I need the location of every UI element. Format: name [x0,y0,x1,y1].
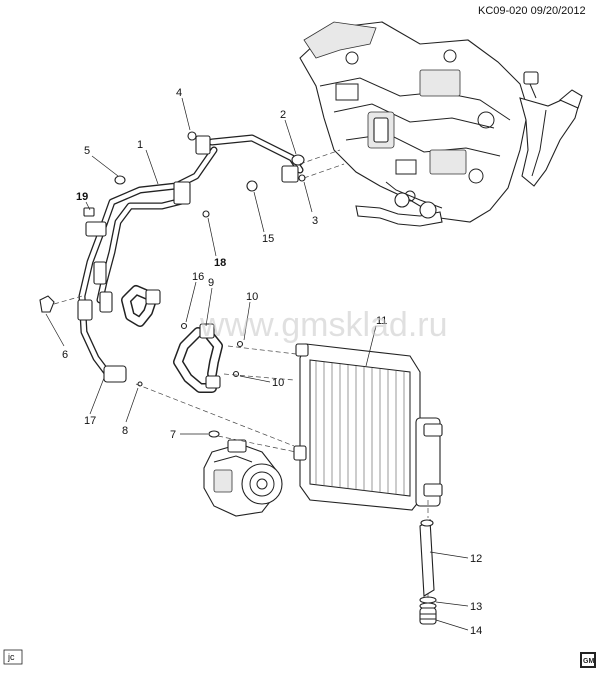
callout-labels: 1 2 3 4 5 6 7 8 9 10 10 11 12 13 14 15 1… [62,87,482,637]
bolt-15 [246,180,258,192]
gm-logo: GM [580,652,596,668]
receiver-dehydrator-12 [419,519,435,597]
suction-hose-loop [121,285,161,327]
diagram-code: KC09-020 09/20/2012 [478,5,586,17]
callout-10-upper: 10 [246,291,258,303]
seal-kit-13 [419,596,437,610]
ac-compressor [203,439,283,517]
callout-1: 1 [137,139,143,151]
callout-9: 9 [208,277,214,289]
callout-18: 18 [214,257,226,269]
ac-line-assembly-1 [77,134,304,383]
svg-text:GM: GM [583,658,594,665]
seal-18 [202,210,210,218]
callout-3: 3 [312,215,318,227]
plug-14 [419,607,437,625]
callout-8: 8 [122,425,128,437]
seal-16 [180,322,188,330]
seal-10b [232,370,240,378]
callout-4: 4 [176,87,182,99]
callout-16: 16 [192,271,204,283]
hvac-module [299,21,583,227]
watermark: www.gmsklad.ru [199,306,448,344]
seal-2 [291,154,305,166]
svg-text:jc: jc [7,652,15,662]
callout-10-lower: 10 [272,377,284,389]
callout-7: 7 [170,429,176,441]
callout-13: 13 [470,601,482,613]
callout-14: 14 [470,625,482,637]
callout-12: 12 [470,553,482,565]
callout-11: 11 [376,315,387,327]
valve-6 [39,295,55,313]
small-fittings [39,131,306,438]
callout-5: 5 [84,145,90,157]
condenser-11 [293,343,443,511]
callout-2: 2 [280,109,286,121]
alignment-lines [53,149,429,598]
nut-4 [187,131,197,141]
callout-6: 6 [62,349,68,361]
cap-5 [114,175,126,185]
callout-15: 15 [262,233,274,245]
callout-19: 19 [76,191,88,203]
discharge-hose-8 [173,323,223,393]
bracket-19 [83,207,95,217]
corner-tag: jc [3,649,23,665]
seal-10a [236,340,244,348]
seal-7 [208,430,220,438]
leader-lines [45,97,469,631]
callout-17: 17 [84,415,96,427]
